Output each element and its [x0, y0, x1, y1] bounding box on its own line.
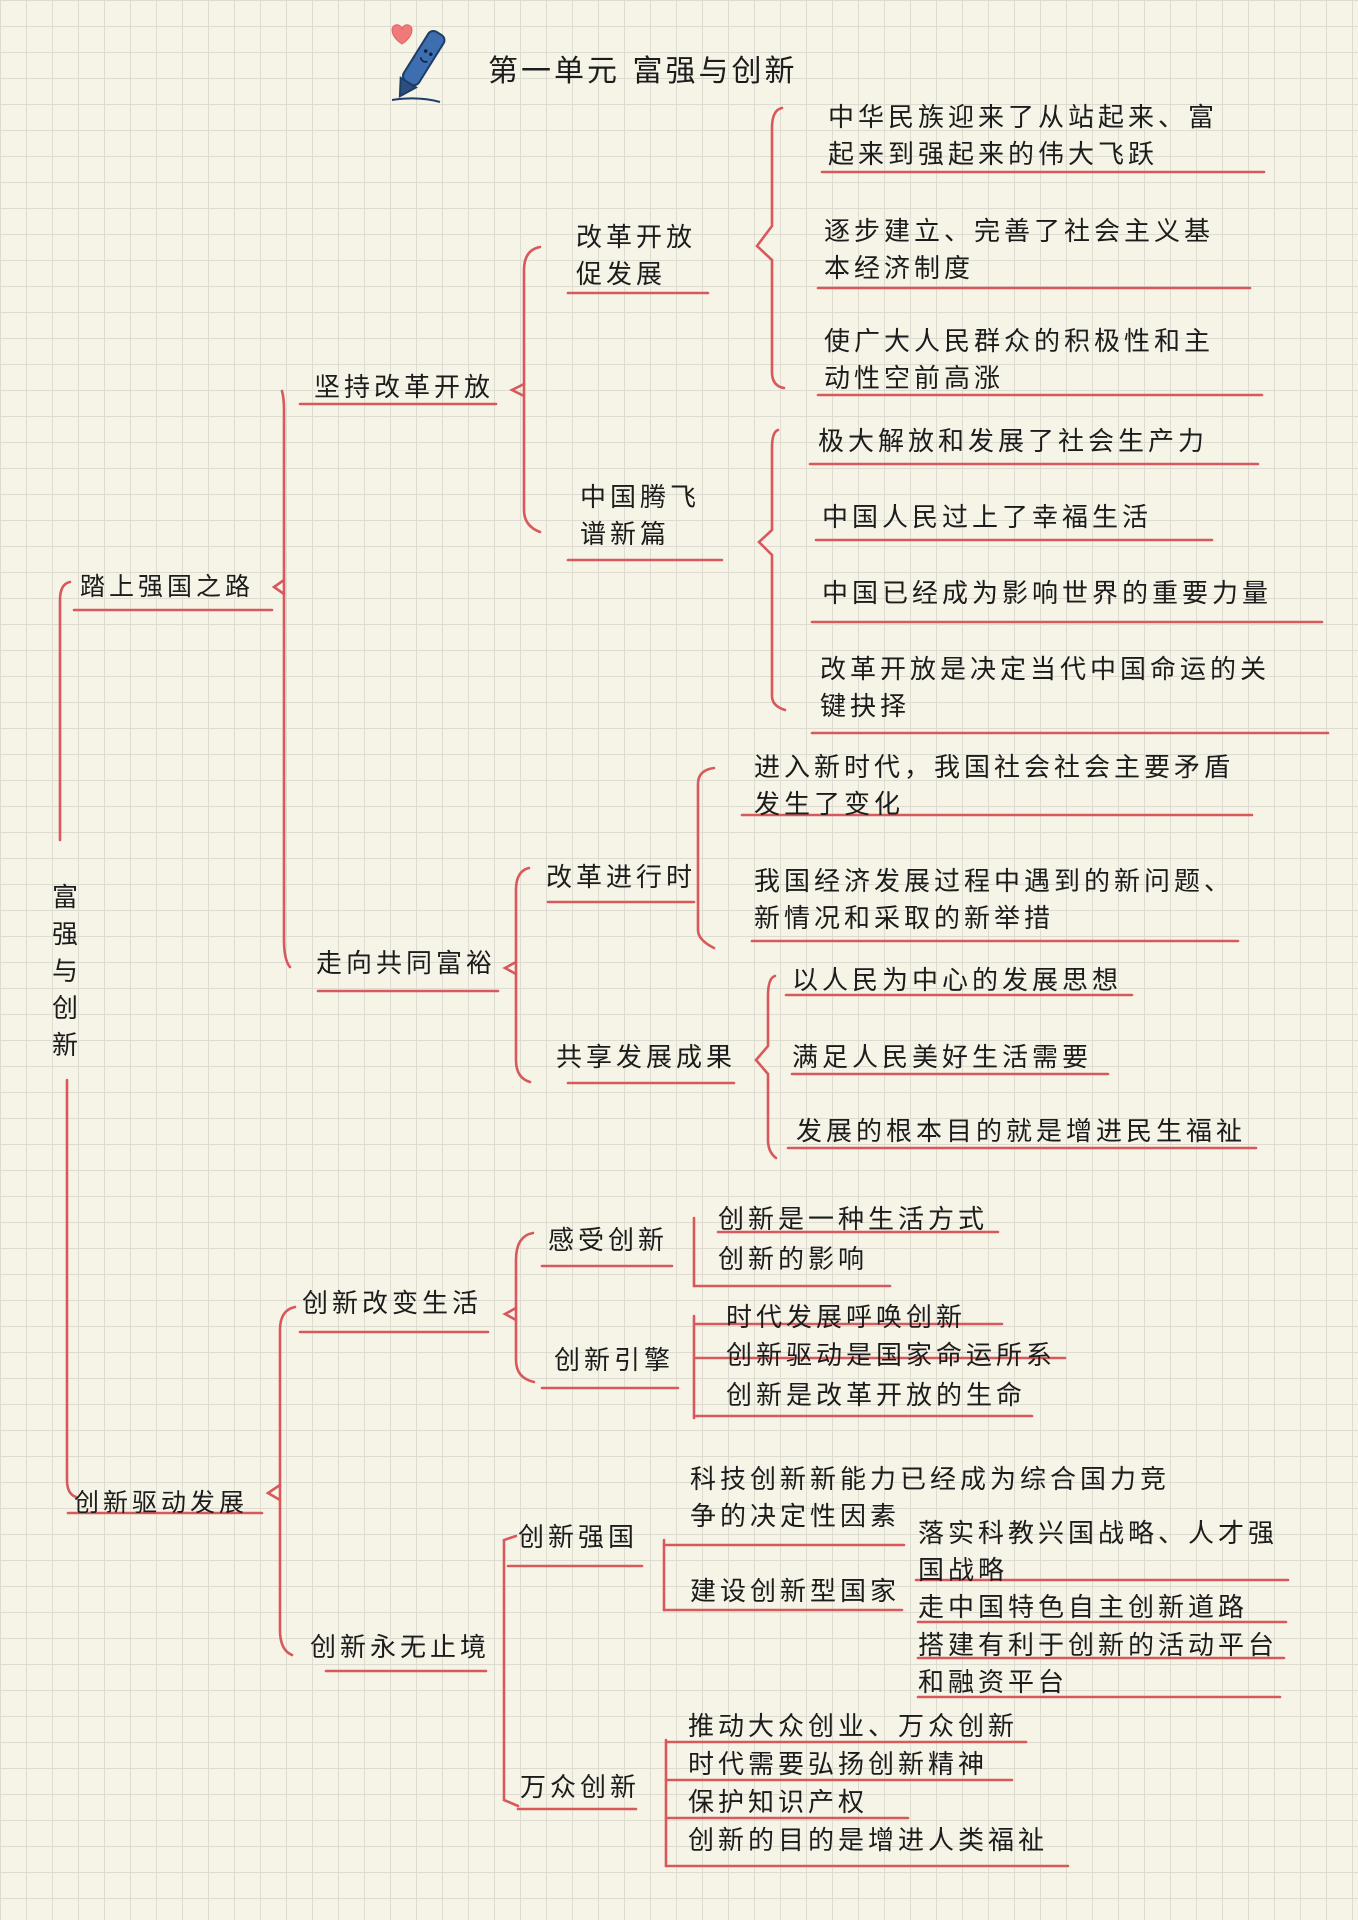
leaf-item: 使广大人民群众的积极性和主 动性空前高涨	[824, 327, 1215, 394]
root-char: 新	[51, 1031, 78, 1061]
leaf-item: 搭建有利于创新的活动平台 和融资平台	[918, 1631, 1279, 1698]
leaf-item: 创新驱动是国家命运所系	[726, 1341, 1057, 1371]
leaf-item: 创新的目的是增进人类福祉	[688, 1826, 1049, 1856]
root-char: 强	[51, 920, 78, 950]
node-l3-feel-innovation: 感受创新	[548, 1226, 669, 1256]
node-l3-innovation-strong-nation: 创新强国	[518, 1523, 639, 1553]
root-char: 与	[51, 957, 78, 987]
node-l2-reform-opening: 坚持改革开放	[314, 373, 495, 403]
root-char: 富	[51, 883, 78, 913]
leaf-item-build-innovative-nation: 建设创新型国家	[690, 1577, 901, 1607]
node-l3-share-results: 共享发展成果	[556, 1043, 737, 1073]
leaf-item: 创新是一种生活方式	[718, 1205, 989, 1235]
leaf-item: 创新是改革开放的生命	[726, 1381, 1027, 1411]
root-char: 创	[51, 994, 78, 1024]
leaf-item: 以人民为中心的发展思想	[792, 966, 1123, 996]
node-l3-innovation-engine: 创新引擎	[554, 1346, 675, 1376]
leaf-item: 保护知识产权	[688, 1788, 869, 1818]
leaf-item: 时代发展呼唤创新	[726, 1303, 967, 1333]
leaf-item: 中华民族迎来了从站起来、富 起来到强起来的伟大飞跃	[828, 103, 1219, 170]
node-l3-mass-innovation: 万众创新	[520, 1773, 641, 1803]
leaf-item: 改革开放是决定当代中国命运的关 键抉择	[820, 655, 1271, 722]
node-l3-reform-in-progress: 改革进行时	[546, 863, 697, 893]
node-l3-china-takes-off: 中国腾飞 谱新篇	[580, 483, 701, 550]
node-l3-reform-promotes-development: 改革开放 促发展	[576, 223, 697, 290]
leaf-item: 落实科教兴国战略、人才强 国战略	[918, 1519, 1279, 1586]
leaf-item: 科技创新新能力已经成为综合国力竞 争的决定性因素	[690, 1465, 1171, 1532]
leaf-item: 走中国特色自主创新道路	[918, 1593, 1249, 1623]
leaf-item: 满足人民美好生活需要	[792, 1043, 1093, 1073]
node-l2-common-prosperity: 走向共同富裕	[316, 949, 497, 979]
root-node: 富强与创新	[50, 880, 80, 1065]
leaf-item: 我国经济发展过程中遇到的新问题、 新情况和采取的新举措	[754, 867, 1235, 934]
leaf-item: 推动大众创业、万众创新	[688, 1712, 1019, 1742]
leaf-item: 逐步建立、完善了社会主义基 本经济制度	[824, 217, 1215, 284]
node-l2-innovation-changes-life: 创新改变生活	[302, 1289, 483, 1319]
node-l1-innovation-driven: 创新驱动发展	[74, 1488, 249, 1517]
page-title: 第一单元 富强与创新	[488, 54, 798, 89]
pen-icon	[391, 24, 446, 103]
node-l2-endless-innovation: 创新永无止境	[310, 1633, 491, 1663]
leaf-item: 发展的根本目的就是增进民生福祉	[796, 1117, 1247, 1147]
leaf-item: 中国人民过上了幸福生活	[822, 503, 1153, 533]
leaf-item: 极大解放和发展了社会生产力	[818, 427, 1209, 457]
leaf-item: 创新的影响	[718, 1245, 869, 1275]
leaf-item: 中国已经成为影响世界的重要力量	[822, 579, 1273, 609]
leaf-item: 进入新时代，我国社会社会主要矛盾 发生了变化	[754, 753, 1235, 820]
node-l1-road-to-power: 踏上强国之路	[80, 572, 255, 601]
leaf-item: 时代需要弘扬创新精神	[688, 1750, 989, 1780]
